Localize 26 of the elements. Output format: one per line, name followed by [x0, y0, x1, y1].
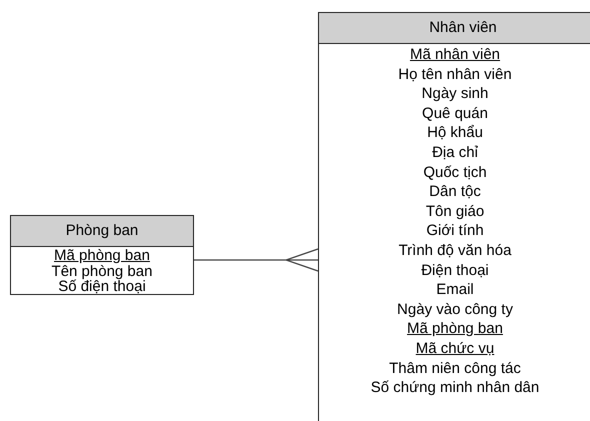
- key-attribute: Mã phòng ban: [54, 248, 150, 264]
- attribute: Trình độ văn hóa: [398, 240, 512, 261]
- key-attribute: Mã chức vụ: [416, 338, 494, 358]
- attribute: Giới tính: [426, 221, 484, 241]
- attribute: Dân tộc: [429, 182, 481, 202]
- attribute: Hộ khẩu: [427, 123, 483, 143]
- entity-name: Phòng ban: [66, 220, 138, 241]
- relationship-line: [194, 248, 319, 272]
- attribute: Tôn giáo: [426, 202, 484, 222]
- attribute: Số chứng minh nhân dân: [370, 378, 540, 398]
- attribute: Tên phòng ban: [52, 264, 152, 279]
- attribute: Số điện thoại: [58, 279, 146, 294]
- entity-name: Nhân viên: [429, 18, 497, 38]
- attribute: Thâm niên công tác: [389, 358, 521, 378]
- entity-table: [10, 215, 194, 295]
- attribute: Email: [436, 280, 474, 300]
- attribute: Ngày vào công ty: [397, 300, 513, 320]
- attribute: Quốc tịch: [423, 162, 487, 182]
- attribute: Địa chỉ: [432, 142, 478, 163]
- attribute: Họ tên nhân viên: [398, 64, 512, 84]
- attribute: Ngày sinh: [422, 84, 488, 104]
- attribute: Điện thoại: [421, 260, 489, 280]
- key-attribute: Mã nhân viên: [410, 45, 500, 65]
- attribute: Quê quán: [422, 104, 488, 124]
- entity-table: [318, 12, 590, 421]
- key-attribute: Mã phòng ban: [407, 319, 503, 339]
